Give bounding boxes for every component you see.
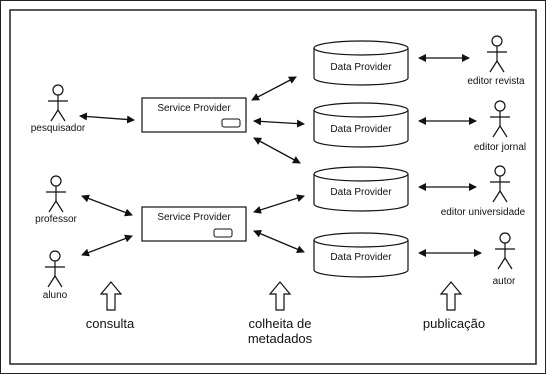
label-colheita-line1: colheita de	[249, 316, 312, 331]
actor-editor-jornal-label: editor jornal	[474, 142, 526, 153]
service-provider-2-label: Service Provider	[157, 212, 231, 223]
data-provider-3: Data Provider	[313, 166, 409, 212]
actor-aluno-icon	[45, 250, 65, 288]
arrow-pesquisador-sp1	[79, 112, 135, 124]
arrow-sp1-dp2	[253, 117, 305, 128]
arrow-professor-sp2	[81, 194, 133, 217]
actor-editor-universidade-icon	[490, 165, 510, 203]
actor-aluno-label: aluno	[43, 290, 68, 301]
actor-professor-label: professor	[35, 214, 77, 225]
data-provider-3-label: Data Provider	[330, 187, 392, 198]
arrow-sp1-dp1	[251, 76, 297, 101]
actor-pesquisador-label: pesquisador	[31, 123, 86, 134]
service-provider-1: Service Provider	[141, 97, 247, 133]
data-provider-4-label: Data Provider	[330, 252, 392, 263]
service-provider-2: Service Provider	[141, 206, 247, 242]
data-provider-1-label: Data Provider	[330, 62, 392, 73]
actor-editor-universidade-label: editor universidade	[441, 207, 526, 218]
actor-editor-revista-icon	[487, 35, 507, 73]
arrow-aluno-sp2	[81, 234, 133, 257]
actor-professor-icon	[46, 175, 66, 213]
actor-editor-jornal-icon	[490, 100, 510, 138]
data-provider-4: Data Provider	[313, 232, 409, 278]
arrow-sp2-dp3	[253, 194, 305, 214]
up-arrow-publicacao-icon	[439, 281, 463, 311]
service-provider-1-label: Service Provider	[157, 103, 231, 114]
actor-autor-label: autor	[493, 276, 516, 287]
actor-editor-revista-label: editor revista	[467, 76, 525, 87]
arrow-sp1-dp3	[253, 137, 301, 164]
diagram-border	[9, 9, 537, 365]
data-provider-2: Data Provider	[313, 102, 409, 148]
actor-pesquisador-icon	[48, 84, 68, 122]
actor-autor-icon	[495, 232, 515, 270]
up-arrow-consulta-icon	[99, 281, 123, 311]
connection-arrows	[79, 54, 482, 257]
arrow-sp2-dp4	[253, 230, 305, 253]
label-colheita-line2: metadados	[248, 331, 313, 346]
data-provider-1: Data Provider	[313, 40, 409, 86]
up-arrow-colheita-icon	[268, 281, 292, 311]
label-consulta: consulta	[86, 316, 135, 331]
label-publicacao: publicação	[423, 316, 485, 331]
data-provider-2-label: Data Provider	[330, 124, 392, 135]
